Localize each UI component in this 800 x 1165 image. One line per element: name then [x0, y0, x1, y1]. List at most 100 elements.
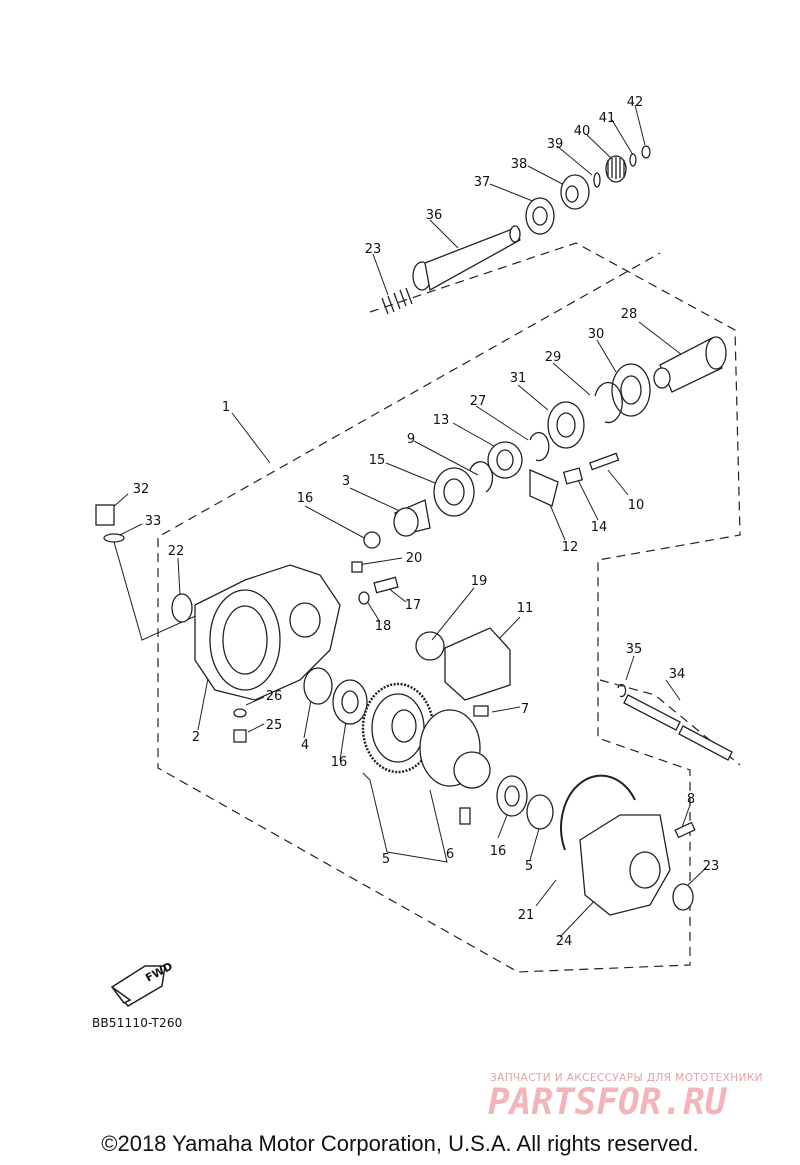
seal-23-right: [672, 883, 694, 911]
watermark-tagline: ЗАПЧАСТИ И АКСЕССУАРЫ ДЛЯ МОТОТЕХНИКИ: [490, 1072, 763, 1084]
bearing-30: [547, 401, 585, 449]
bolt-8: [473, 705, 489, 717]
bearing-36: [525, 197, 555, 235]
bearing-16-lower: [496, 775, 528, 817]
assembly-boundary: [157, 242, 741, 973]
fwd-arrow-icon: FWD: [110, 960, 175, 1007]
washer-40: [629, 153, 637, 167]
spring-42: [381, 287, 413, 315]
callout-18: 17: [405, 598, 422, 613]
callout-40: 41: [599, 111, 616, 126]
housing-assembly: [95, 504, 733, 916]
callout-22: 21: [518, 908, 535, 923]
pinion-assembly: [363, 336, 727, 549]
callout-31: 32: [133, 482, 150, 497]
callout-2: 2: [192, 730, 200, 745]
callout-42: 23: [365, 242, 382, 257]
callout-30: 31: [510, 371, 527, 386]
callout-21: 20: [406, 551, 423, 566]
bearing-29: [611, 363, 651, 417]
differential-6b: [419, 709, 491, 789]
callout-23b: 23: [703, 859, 720, 874]
callout-15: 14: [591, 520, 608, 535]
cover-3: [579, 814, 671, 916]
callout-numbers: 1 2 24 3 4 5 5 6 7 8 9 10 11 12 13 14 15…: [133, 95, 720, 949]
washer-5-left: [303, 667, 333, 705]
diagram-code: BB51110-T260: [92, 1016, 183, 1030]
callout-26: 27: [470, 394, 487, 409]
callout-9: 8: [687, 792, 695, 807]
callout-24: 25: [266, 718, 283, 733]
callout-27: 28: [621, 307, 638, 322]
callout-32: 33: [145, 514, 162, 529]
callout-33: 34: [669, 667, 686, 682]
callout-34: 35: [626, 642, 643, 657]
callout-17: 16: [297, 491, 314, 506]
clip-26: [529, 431, 550, 462]
clip-38: [593, 172, 601, 188]
callout-8: 7: [521, 702, 529, 717]
callout-37: 38: [511, 157, 528, 172]
callout-20: 19: [471, 574, 488, 589]
copyright-notice: ©2018 Yamaha Motor Corporation, U.S.A. A…: [101, 1131, 699, 1156]
ring-gear-6: [361, 682, 435, 774]
callout-41: 42: [627, 95, 644, 110]
washer-25: [233, 708, 247, 718]
drive-shaft-assembly: [381, 145, 651, 315]
bolt-31: [95, 504, 115, 526]
callout-3: 24: [556, 934, 573, 949]
yoke-27: [653, 336, 727, 393]
callout-23a: 22: [168, 544, 185, 559]
callout-35: 36: [426, 208, 443, 223]
washer-5-right: [526, 794, 554, 830]
leader-lines: [111, 104, 707, 938]
plate-13: [529, 469, 559, 507]
plug-21: [351, 561, 363, 573]
callout-16b: 16: [331, 755, 348, 770]
callout-16a: 15: [369, 453, 386, 468]
cover-12: [444, 627, 511, 701]
washer-32: [103, 533, 125, 543]
bolt-24: [233, 729, 247, 743]
oring-20: [415, 631, 445, 661]
seal-23-left: [171, 593, 193, 623]
clip-34: [617, 683, 627, 698]
bearing-37: [560, 174, 590, 210]
callout-29: 30: [588, 327, 605, 342]
callout-14: 13: [433, 413, 450, 428]
callout-7: 6: [446, 847, 454, 862]
callout-39: 40: [574, 124, 591, 139]
bearing-16-upper: [433, 467, 475, 517]
pin-11: [588, 452, 620, 471]
clip-28: [594, 381, 623, 424]
washer-19: [358, 591, 370, 605]
bearing-14: [487, 441, 523, 479]
callout-1: 1: [222, 400, 230, 415]
callout-36: 37: [474, 175, 491, 190]
bolt-7: [459, 807, 471, 825]
callout-19: 18: [375, 619, 392, 634]
callout-38: 39: [547, 137, 564, 152]
watermark-logo: PARTSFOR.RU: [488, 1082, 727, 1123]
shaft-33: [623, 694, 733, 761]
bolt-9: [674, 821, 696, 839]
bearing-16-mid: [332, 679, 368, 725]
callout-12: 11: [517, 601, 534, 616]
callout-28: 29: [545, 350, 562, 365]
callout-4: 3: [342, 474, 350, 489]
gear-4: [393, 499, 431, 537]
callout-25: 26: [266, 689, 283, 704]
bearing-39: [605, 155, 627, 183]
callout-5b: 5: [525, 859, 533, 874]
callout-10: 9: [407, 432, 415, 447]
block-15: [562, 467, 584, 485]
clip-41: [641, 145, 651, 159]
oring-22: [560, 774, 636, 851]
callout-11: 10: [628, 498, 645, 513]
collar-17: [363, 531, 381, 549]
callout-16c: 16: [490, 844, 507, 859]
shaft-35: [412, 225, 521, 292]
callout-6: 5: [382, 852, 390, 867]
callout-13: 12: [562, 540, 579, 555]
